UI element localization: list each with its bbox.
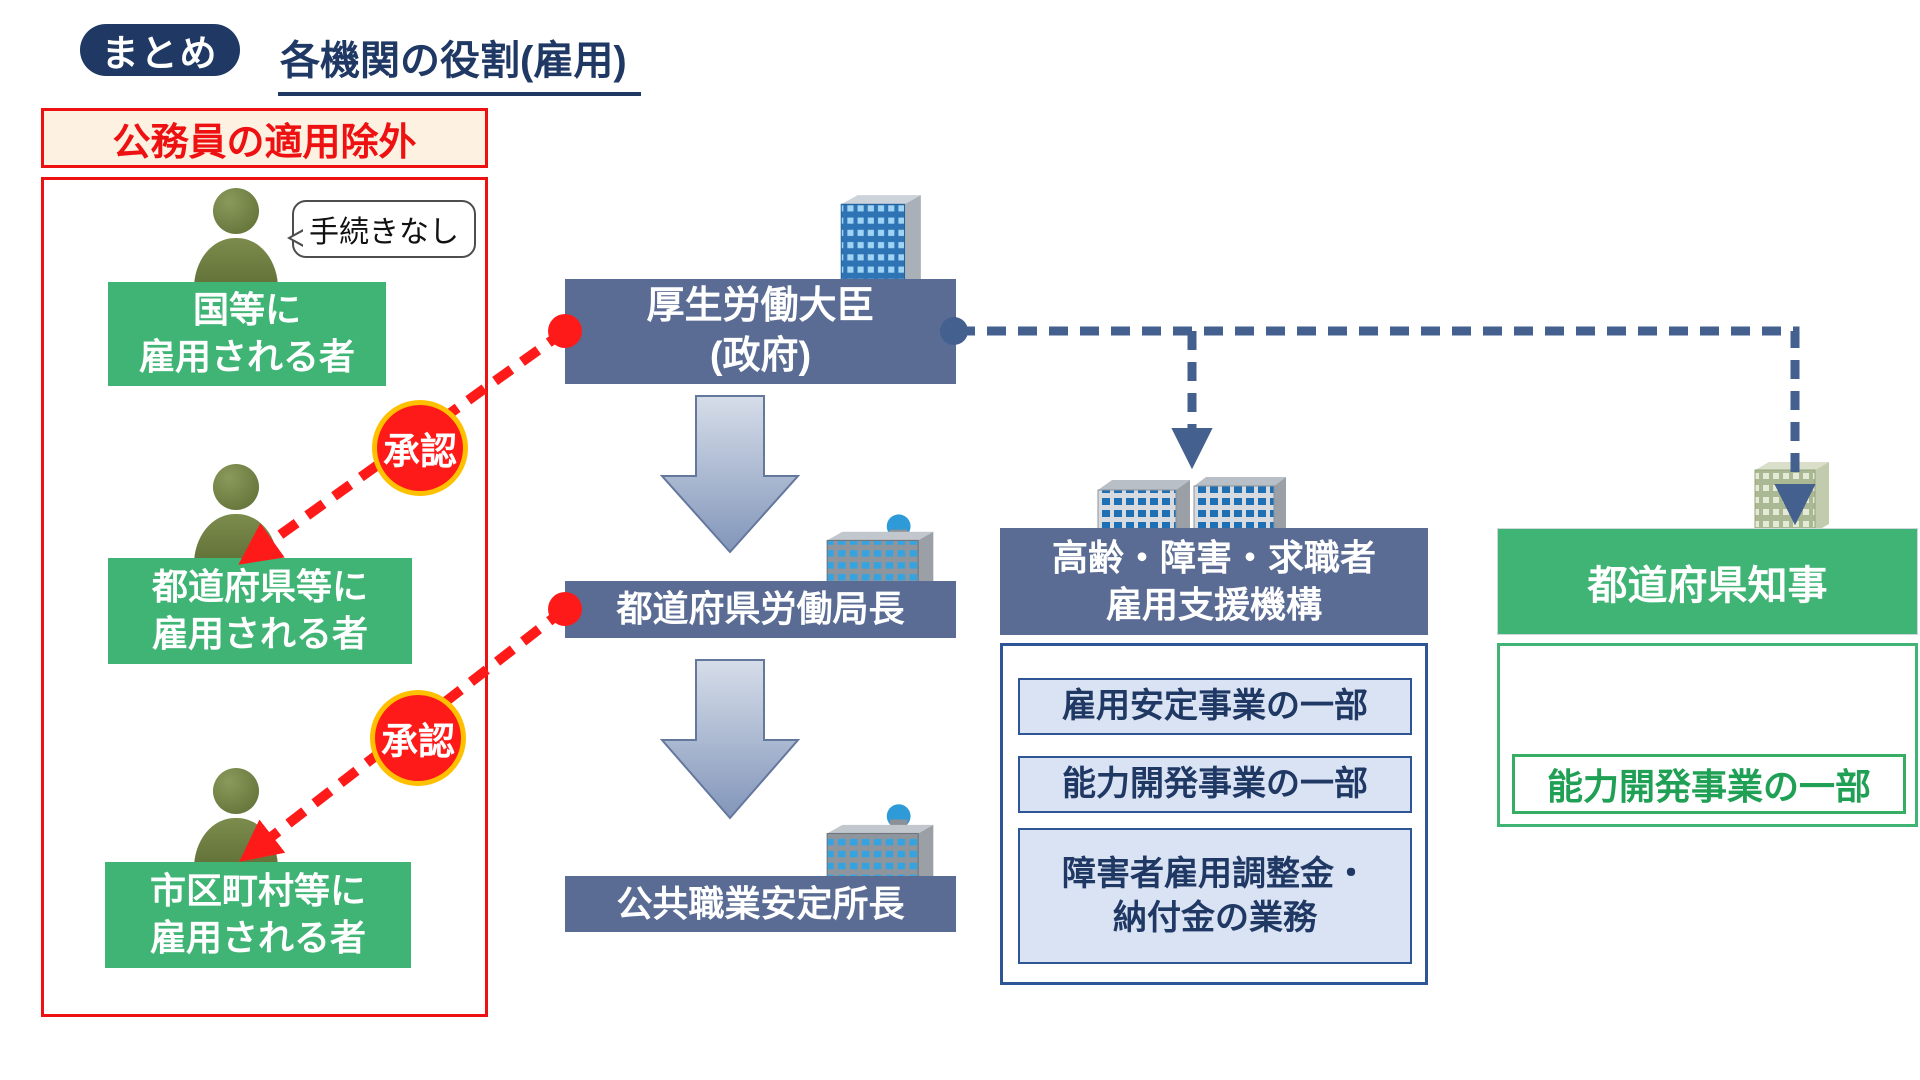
person-head bbox=[213, 188, 259, 234]
prefectural-governor-box: 都道府県知事 bbox=[1497, 528, 1918, 635]
dome-building-icon bbox=[826, 804, 934, 880]
person-icon-prefectural bbox=[194, 464, 278, 572]
group-prefectural-employees: 都道府県等に 雇用される者 bbox=[108, 558, 412, 664]
exclusion-title: 公務員の適用除外 bbox=[41, 108, 488, 168]
person-head bbox=[213, 464, 259, 510]
governor-building-icon bbox=[1740, 458, 1842, 532]
down-arrow-bureau-to-office bbox=[659, 659, 801, 820]
dome-building-icon bbox=[826, 514, 934, 584]
jeed-task-disability-levy: 障害者雇用調整金・ 納付金の業務 bbox=[1018, 828, 1412, 964]
jeed-organization-box: 高齢・障害・求職者 雇用支援機構 bbox=[1000, 528, 1428, 635]
ministry-building-icon bbox=[824, 190, 934, 288]
down-arrow-ministry-to-bureau bbox=[659, 395, 801, 554]
person-head bbox=[213, 768, 259, 814]
governor-task-skill-development: 能力開発事業の一部 bbox=[1512, 754, 1906, 814]
office-building-icon bbox=[840, 195, 921, 288]
prefectural-labor-bureau-box: 都道府県労働局長 bbox=[565, 581, 956, 638]
person-icon-municipal bbox=[194, 768, 278, 876]
speech-bubble-no-procedure: 手続きなし bbox=[287, 200, 476, 258]
approval-badge-1: 承認 bbox=[372, 400, 468, 496]
group-national-employees: 国等に 雇用される者 bbox=[108, 282, 386, 386]
dashed-line-to-governor bbox=[956, 326, 1816, 526]
governor-tasks-container: 能力開発事業の一部 bbox=[1497, 643, 1918, 827]
jeed-task-employment-stability: 雇用安定事業の一部 bbox=[1018, 678, 1412, 735]
green-building-icon bbox=[1754, 462, 1829, 532]
page-title: 各機関の役割(雇用) bbox=[278, 28, 641, 96]
ministry-of-health-labour-box: 厚生労働大臣 (政府) bbox=[565, 279, 956, 384]
group-municipal-employees: 市区町村等に 雇用される者 bbox=[105, 862, 411, 968]
jeed-task-skill-development: 能力開発事業の一部 bbox=[1018, 756, 1412, 813]
public-employment-office-box: 公共職業安定所長 bbox=[565, 876, 956, 932]
employment-office-building-icon bbox=[812, 800, 942, 880]
bureau-building-icon bbox=[812, 512, 942, 584]
person-icon-national bbox=[194, 188, 278, 296]
jeed-buildings-icon bbox=[1088, 472, 1293, 532]
twin-buildings-icon bbox=[1097, 477, 1286, 532]
summary-badge: まとめ bbox=[80, 24, 240, 76]
jeed-tasks-container: 雇用安定事業の一部 能力開発事業の一部 障害者雇用調整金・ 納付金の業務 bbox=[1000, 643, 1428, 985]
approval-badge-2: 承認 bbox=[370, 690, 466, 786]
